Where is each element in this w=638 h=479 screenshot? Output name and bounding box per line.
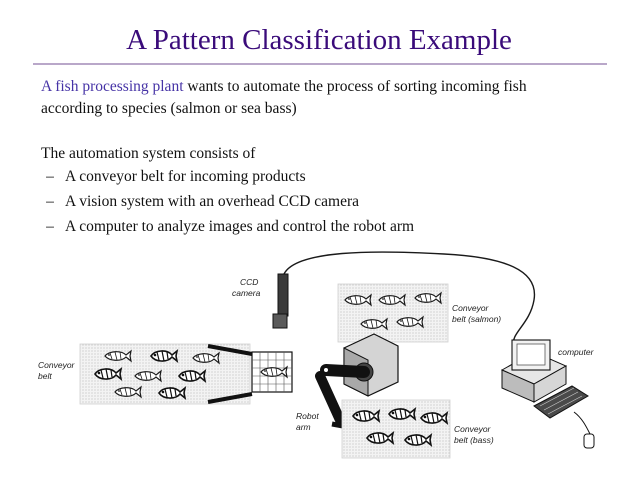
bullet-text: A vision system with an overhead CCD cam… [65,193,360,210]
system-intro: The automation system consists of [41,145,256,162]
bullet-item: –A computer to analyze images and contro… [41,216,414,238]
bullet-dash: – [46,193,54,210]
ccd-label: camera [232,288,261,298]
camera-cable [283,251,536,346]
intro-highlight: A fish processing plant [41,78,184,95]
bass-belt-label: Conveyor [454,424,492,434]
computer-label: computer [558,347,595,357]
incoming-belt-label: Conveyor [38,360,76,370]
bullet-text: A conveyor belt for incoming products [65,168,306,185]
salmon-conveyor-belt [337,283,449,343]
bullet-item: –A conveyor belt for incoming products [41,166,306,188]
bullet-text: A computer to analyze images and control… [65,218,415,235]
bullet-item: –A vision system with an overhead CCD ca… [41,191,359,213]
robot-label: Robot [296,411,319,421]
bullet-dash: – [46,218,54,235]
title-divider [33,63,607,65]
bass-belt-label: belt (bass) [454,435,494,445]
salmon-belt-label: belt (salmon) [452,314,501,324]
intro-line-2: according to species (salmon or sea bass… [41,100,297,117]
salmon-belt-label: Conveyor [452,303,490,313]
fish-sorting-illustration: CCD camera Conveyor belt (salmon) Convey… [38,251,595,459]
computer [500,339,595,449]
ccd-label: CCD [240,277,258,287]
intro-rest: wants to automate the process of sorting… [183,78,527,95]
robot-label: arm [296,422,311,432]
imaging-grid [251,351,293,393]
bullet-dash: – [46,168,54,185]
incoming-belt-label: belt [38,371,52,381]
slide-title: A Pattern Classification Example [126,24,512,56]
guide-rails [207,344,253,404]
ccd-camera [272,273,289,329]
intro-line-1: A fish processing plant wants to automat… [41,76,527,98]
